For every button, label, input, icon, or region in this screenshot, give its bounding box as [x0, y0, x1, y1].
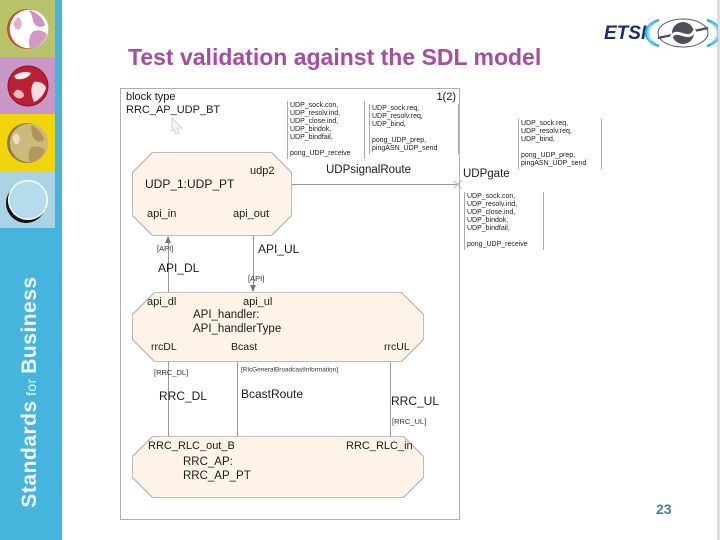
- gate-api-in: api_in: [147, 208, 177, 220]
- signal-list-udp-in: UDP_sock.con, UDP_resolv.ind, UDP_close.…: [287, 101, 365, 159]
- etsi-globe-icon: [644, 18, 720, 48]
- sidebar-tile-olive: [0, 0, 55, 57]
- arrow-down-icon: [250, 285, 256, 292]
- channel-rrc-ul-siglist: [RRC_UL]: [392, 417, 427, 426]
- sidebar-slogan: Standards for Business: [18, 276, 42, 507]
- gate-rrc-rlc-out: RRC_RLC_out_B: [148, 440, 235, 452]
- channel-api-dl-label: API_DL: [158, 261, 200, 275]
- globe-pink-icon: [6, 8, 48, 49]
- channel-udp-route-label: UDPsignalRoute: [326, 164, 412, 176]
- etsi-logo: ETSI: [602, 8, 720, 61]
- channel-udp-route-line: [292, 184, 457, 185]
- block-rrc-ap-label: RRC_AP: RRC_AP_PT: [183, 456, 251, 482]
- block-api-handler-label: API_handler: API_handlerType: [193, 309, 282, 335]
- globe-tan-icon: [6, 122, 48, 163]
- channel-api-ul-label: API_UL: [258, 242, 300, 256]
- slogan-word-standards: Standards: [18, 400, 41, 508]
- gate-api-out: api_out: [233, 208, 270, 220]
- signal-list-udp-out: UDP_sock.req, UDP_resolv.req, UDP_bind, …: [369, 104, 459, 154]
- channel-api-dl-siglist: [API]: [157, 244, 174, 253]
- gate-rrcul: rrcUL: [384, 341, 410, 353]
- slide-page-number: 23: [656, 501, 672, 517]
- gate-bcast: Bcast: [231, 341, 258, 353]
- diagram-page-label: 1(2): [436, 91, 456, 103]
- block-kind-label: block type: [126, 91, 176, 103]
- frame-gate-cross-icon: [452, 179, 463, 190]
- gate-udpgate: UDPgate: [463, 168, 510, 180]
- block-api-handler: [132, 292, 424, 362]
- channel-rrc-dl-siglist: [RRC_DL]: [154, 368, 189, 377]
- sidebar-tile-lilac: [0, 57, 55, 114]
- block-udp-label: UDP_1:UDP_PT: [145, 177, 235, 191]
- slide-title: Test validation against the SDL model: [128, 44, 542, 70]
- sidebar: Standards for Business: [0, 0, 62, 540]
- sidebar-tile-lightblue: [0, 171, 55, 228]
- gate-rrcdl: rrcDL: [151, 341, 177, 353]
- channel-api-ul-siglist: [API]: [248, 274, 265, 283]
- etsi-logo-text: ETSI: [604, 23, 647, 44]
- channel-rrc-dl-line: [168, 362, 169, 436]
- channel-bcast-label: BcastRoute: [241, 387, 304, 401]
- block-name-label: RRC_AP_UDP_BT: [126, 104, 221, 116]
- channel-rrc-ul-label: RRC_UL: [391, 394, 440, 408]
- slide-right-edge: [717, 0, 720, 540]
- slogan-word-for: for: [23, 378, 39, 397]
- arrow-up-icon: [165, 236, 171, 243]
- gate-rrc-rlc-in: RRC_RLC_in: [346, 440, 413, 452]
- channel-bcast-line: [237, 362, 238, 436]
- globe-blue-icon: [5, 179, 48, 223]
- channel-rrc-dl-label: RRC_DL: [159, 389, 208, 403]
- channel-bcast-siglist: [RlcGeneralBroadcastInformation]: [241, 367, 339, 374]
- gate-api-ul: api_ul: [243, 296, 273, 308]
- slogan-word-business: Business: [18, 276, 41, 374]
- sidebar-tile-yellow: [0, 114, 55, 171]
- channel-api-dl-line: [168, 237, 169, 292]
- block-udp: [132, 152, 292, 236]
- signal-list-udpgate-in: UDP_sock.con, UDP_resolv.ind, UDP_close.…: [464, 192, 544, 250]
- channel-rrc-ul-line: [390, 362, 391, 436]
- globe-red-icon: [7, 65, 48, 106]
- block-rrc-ap: [132, 436, 424, 498]
- cursor-ghost-icon: [171, 117, 184, 135]
- gate-udp2: udp2: [250, 165, 275, 177]
- gate-api-dl: api_dl: [147, 296, 177, 308]
- signal-list-udpgate-out: UDP_sock.req, UDP_resolv.req, UDP_bind, …: [518, 119, 602, 169]
- channel-api-ul-line: [253, 236, 254, 291]
